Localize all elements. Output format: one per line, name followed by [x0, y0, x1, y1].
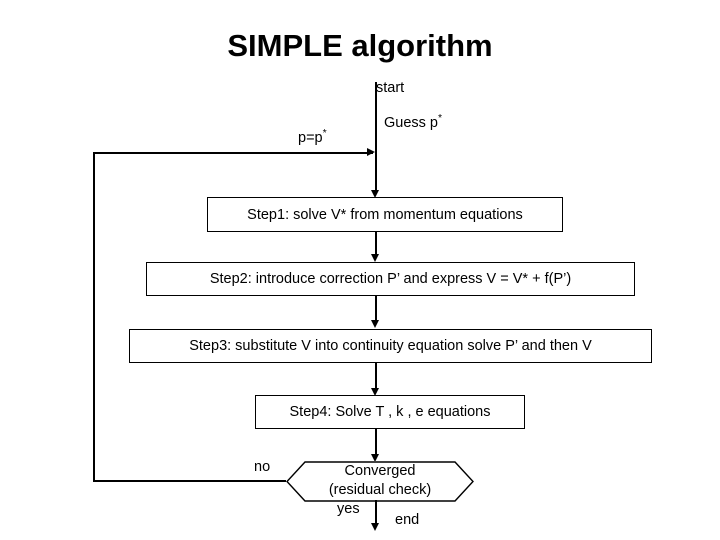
page-title: SIMPLE algorithm [227, 28, 493, 63]
step2-label: Step2: introduce correction P’ and expre… [209, 271, 572, 287]
guess-p-label: Guess p* [384, 113, 443, 131]
end-label: end [395, 512, 420, 528]
decision-line1: Converged [344, 463, 416, 479]
decision-node[interactable]: Converged (residual check) [286, 461, 474, 502]
connector-step2-step3 [375, 296, 377, 322]
arrowhead-into-decision [371, 454, 379, 462]
connector-step1-step2 [375, 232, 377, 256]
arrowhead-into-step4 [371, 388, 379, 396]
start-label: start [376, 80, 405, 96]
decision-text: Converged (residual check) [286, 462, 474, 500]
arrowhead-into-step1 [371, 190, 379, 198]
step2-box[interactable]: Step2: introduce correction P’ and expre… [146, 262, 635, 296]
feedback-loop-bottom [93, 480, 287, 482]
arrowhead-feedback-into-trunk [367, 148, 375, 156]
step3-box[interactable]: Step3: substitute V into continuity equa… [129, 329, 652, 363]
hexagon-shape [286, 461, 474, 502]
trunk-start-to-step1 [375, 82, 377, 192]
step3-label: Step3: substitute V into continuity equa… [189, 338, 592, 354]
arrowhead-end [371, 523, 379, 531]
feedback-label: p=p* [298, 128, 327, 146]
no-label: no [254, 459, 271, 475]
feedback-loop-top [93, 152, 373, 154]
connector-decision-end [375, 500, 377, 526]
step1-label: Step1: solve V* from momentum equations [247, 206, 523, 223]
yes-label: yes [337, 501, 360, 517]
decision-line2: (residual check) [328, 482, 432, 498]
step1-box[interactable]: Step1: solve V* from momentum equations [207, 197, 563, 232]
step4-box[interactable]: Step4: Solve T , k , e equations [255, 395, 525, 429]
connector-step4-decision [375, 429, 377, 457]
feedback-loop-vertical [93, 152, 95, 481]
arrowhead-into-step3 [371, 320, 379, 328]
step4-label: Step4: Solve T , k , e equations [289, 404, 491, 420]
arrowhead-into-step2 [371, 254, 379, 262]
connector-step3-step4 [375, 363, 377, 390]
